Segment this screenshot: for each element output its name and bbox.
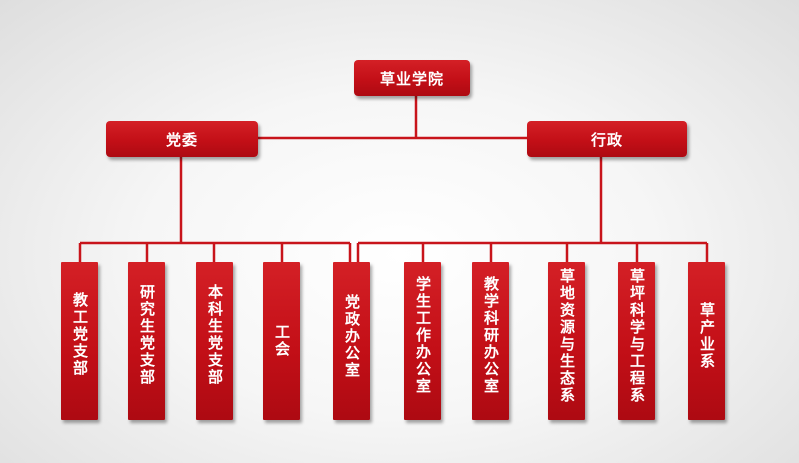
unit-node-party-5: 党政办公室 <box>333 262 370 420</box>
unit-node-party-2: 研究生党支部 <box>128 262 165 420</box>
unit-node-admin-5: 草产业系 <box>688 262 725 420</box>
root-node: 草业学院 <box>354 60 470 96</box>
branch-label-admin: 行政 <box>590 130 623 149</box>
unit-label: 草坪科学与工程系 <box>628 268 646 404</box>
unit-node-admin-2: 教学科研办公室 <box>472 262 509 420</box>
unit-label: 草地资源与生态系 <box>558 268 576 404</box>
unit-node-party-4: 工会 <box>263 262 300 420</box>
unit-node-party-3: 本科生党支部 <box>196 262 233 420</box>
root-label: 草业学院 <box>379 69 444 88</box>
unit-node-admin-4: 草坪科学与工程系 <box>618 262 655 420</box>
unit-label: 教工党支部 <box>71 292 89 377</box>
unit-label: 本科生党支部 <box>206 284 224 386</box>
unit-node-admin-3: 草地资源与生态系 <box>548 262 585 420</box>
unit-node-admin-1: 学生工作办公室 <box>404 262 441 420</box>
unit-node-party-1: 教工党支部 <box>61 262 98 420</box>
unit-label: 教学科研办公室 <box>482 276 500 395</box>
unit-label: 学生工作办公室 <box>414 276 432 395</box>
unit-label: 研究生党支部 <box>138 284 156 386</box>
branch-label-party: 党委 <box>165 130 198 149</box>
unit-label: 工会 <box>273 324 291 358</box>
branch-node-party: 党委 <box>106 121 258 157</box>
unit-label: 草产业系 <box>698 302 716 370</box>
unit-label: 党政办公室 <box>343 294 361 379</box>
branch-node-admin: 行政 <box>527 121 687 157</box>
